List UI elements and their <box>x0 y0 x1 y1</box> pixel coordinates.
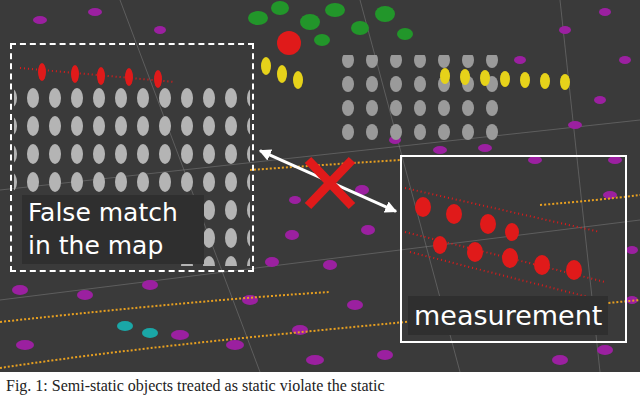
green-points <box>248 1 413 46</box>
purple-points <box>12 8 638 365</box>
map-points <box>14 86 250 196</box>
figure-caption: Fig. 1: Semi-static objects treated as s… <box>6 377 385 395</box>
red-point <box>277 31 301 55</box>
grid-lines <box>0 0 640 372</box>
match-arrow <box>260 151 396 212</box>
map-red-points <box>20 63 175 88</box>
map-region-box: False match in the map <box>10 43 254 272</box>
map-points <box>330 55 505 140</box>
box-label: measurement <box>408 296 608 335</box>
measurement-box: measurement <box>400 155 627 343</box>
yellow-points <box>261 57 570 90</box>
measurement-points <box>405 188 605 300</box>
box-label: False match in the map <box>22 195 204 264</box>
cyan-points <box>117 321 158 338</box>
scene-background <box>0 0 640 372</box>
